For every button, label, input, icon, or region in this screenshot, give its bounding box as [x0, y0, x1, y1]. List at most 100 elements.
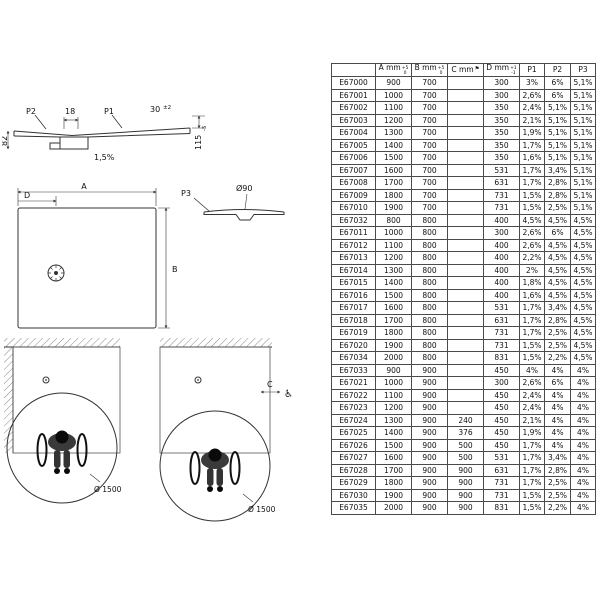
table-cell: 2,5% [544, 488, 571, 502]
c-flag-icon: ⚑ [474, 66, 480, 73]
table-cell: E67010 [331, 201, 376, 215]
table-cell: 900 [411, 413, 448, 427]
table-cell: E67000 [331, 76, 376, 90]
table-cell: 6% [544, 226, 571, 240]
drain-trap [59, 136, 89, 150]
table-cell: 1500 [375, 151, 412, 165]
table-cell: 4,5% [570, 238, 596, 252]
label-turning-circle-right: Ø 1500 [248, 505, 276, 514]
table-cell: 1,5% [519, 351, 545, 365]
table-cell: 900 [411, 388, 448, 402]
table-cell: 1,7% [519, 476, 545, 490]
table-cell: 900 [411, 438, 448, 452]
table-cell: 3,4% [544, 451, 571, 465]
col-header-p1: P1 [519, 63, 545, 77]
table-cell: 3,4% [544, 163, 571, 177]
table-cell: 4% [570, 476, 596, 490]
table-cell: 700 [411, 113, 448, 127]
table-cell: 1200 [375, 113, 412, 127]
table-cell: 300 [483, 88, 520, 102]
table-cell: 4,5% [570, 213, 596, 227]
table-cell: 900 [411, 463, 448, 477]
table-cell: 1800 [375, 188, 412, 202]
table-cell: 2% [519, 263, 545, 277]
table-cell: 4,5% [570, 276, 596, 290]
table-cell: 500 [447, 451, 484, 465]
table-cell: 2,8% [544, 463, 571, 477]
table-cell: 5,1% [544, 113, 571, 127]
col-header-p2: P2 [544, 63, 571, 77]
table-cell: 1300 [375, 263, 412, 277]
table-cell: 1800 [375, 476, 412, 490]
label-dim-82: 82 [2, 136, 9, 146]
drain-point [42, 376, 50, 384]
table-cell: E67011 [331, 226, 376, 240]
table-cell [447, 113, 484, 127]
table-cell: 531 [483, 163, 520, 177]
table-cell: 800 [411, 313, 448, 327]
table-cell: E67014 [331, 263, 376, 277]
table-cell: 4,5% [570, 226, 596, 240]
table-cell [447, 388, 484, 402]
table-cell: 1,5% [519, 201, 545, 215]
table-cell: 4% [570, 376, 596, 390]
table-cell: 300 [483, 226, 520, 240]
table-cell: E67030 [331, 488, 376, 502]
table-cell: 400 [483, 288, 520, 302]
table-cell: 700 [411, 76, 448, 90]
drain-point [194, 376, 202, 384]
turning-circle [6, 392, 118, 504]
wall-hatch-top [160, 338, 272, 347]
table-cell: 2,4% [519, 101, 545, 115]
table-cell: 731 [483, 188, 520, 202]
table-cell: 5,1% [570, 163, 596, 177]
table-cell: E67025 [331, 426, 376, 440]
table-cell: 2,6% [519, 238, 545, 252]
drain-cover-profile [203, 209, 285, 221]
table-cell: 731 [483, 201, 520, 215]
table-cell: 800 [411, 251, 448, 265]
table-cell: 4% [519, 363, 545, 377]
table-cell: 4% [570, 401, 596, 415]
table-cell: 2,6% [519, 376, 545, 390]
table-cell: 1600 [375, 301, 412, 315]
table-cell: 350 [483, 101, 520, 115]
table-cell: 5,1% [570, 126, 596, 140]
table-cell: 1,9% [519, 426, 545, 440]
col-header-article [331, 63, 376, 77]
table-cell [447, 201, 484, 215]
table-cell: 4,5% [570, 251, 596, 265]
label-tol-115: -5 [202, 125, 208, 131]
table-cell [447, 301, 484, 315]
table-cell: E67001 [331, 88, 376, 102]
table-cell: 4,5% [570, 351, 596, 365]
table-cell: 5,1% [544, 101, 571, 115]
wall-hatch-top [4, 338, 120, 347]
table-cell: 1,7% [519, 326, 545, 340]
table-cell: 700 [411, 151, 448, 165]
table-cell: 631 [483, 313, 520, 327]
table-cell: 531 [483, 301, 520, 315]
table-cell: 2,5% [544, 476, 571, 490]
table-cell: E67020 [331, 338, 376, 352]
table-cell: 531 [483, 451, 520, 465]
wheelchair-icon: ♿ [284, 389, 293, 400]
table-cell: 4,5% [570, 338, 596, 352]
table-cell: 4% [570, 451, 596, 465]
table-cell: 6% [544, 76, 571, 90]
table-cell: E67002 [331, 101, 376, 115]
